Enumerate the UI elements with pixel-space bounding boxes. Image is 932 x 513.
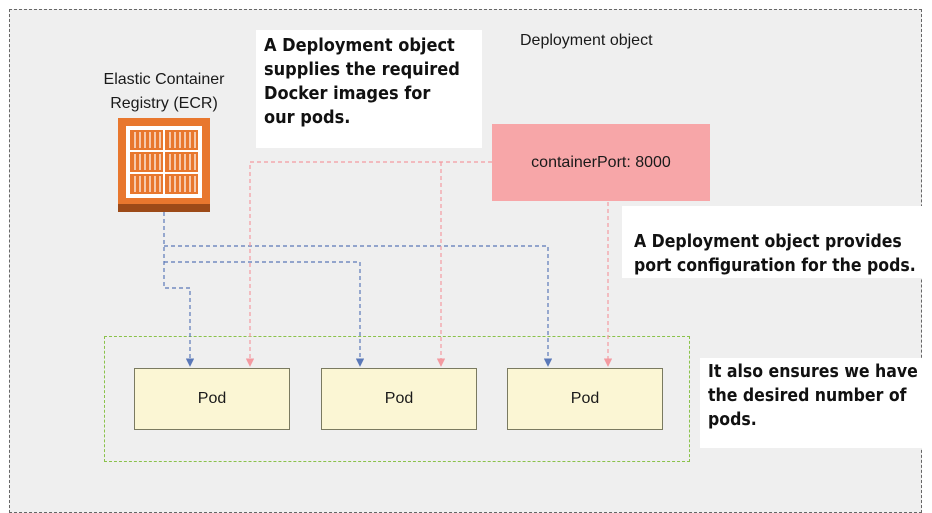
pod-label: Pod	[384, 390, 414, 407]
port-arrow-pod-1	[245, 161, 492, 367]
callout-images-line1: A Deployment object	[264, 35, 455, 56]
callout-ports-line2: port configuration for the pods.	[634, 256, 916, 276]
pod-box: Pod	[321, 368, 477, 430]
container-port-label: containerPort: 8000	[531, 153, 671, 171]
callout-ecr-images: A Deployment object supplies the require…	[256, 30, 482, 148]
ecr-label-line1: Elastic Container	[103, 71, 225, 88]
pod-label: Pod	[197, 390, 227, 407]
pod-label: Pod	[570, 390, 600, 407]
callout-count-line3: pods.	[708, 410, 757, 430]
image-arrow-pod-3	[164, 245, 553, 367]
ecr-label: Elastic Container Registry (ECR)	[84, 68, 244, 116]
deployment-object-label: Deployment object	[520, 32, 653, 49]
container-port-box: containerPort: 8000	[492, 124, 710, 201]
image-arrow-pod-2	[164, 261, 365, 367]
callout-port-config: A Deployment object provides port config…	[622, 206, 932, 278]
callout-images-line2: supplies the required	[264, 59, 460, 80]
callout-images-line4: our pods.	[264, 107, 351, 128]
callout-images-line3: Docker images for	[264, 83, 431, 104]
image-arrow-pod-1	[163, 212, 195, 367]
callout-ports-line1: A Deployment object provides	[634, 232, 902, 252]
callout-count-line2: the desired number of	[708, 386, 907, 406]
callout-pod-count: It also ensures we have the desired numb…	[700, 358, 932, 448]
pod-box: Pod	[134, 368, 290, 430]
ecr-icon	[118, 118, 210, 212]
pod-group	[104, 336, 690, 462]
callout-count-line1: It also ensures we have	[708, 362, 918, 382]
ecr-label-line2: Registry (ECR)	[110, 95, 218, 112]
pod-box: Pod	[507, 368, 663, 430]
